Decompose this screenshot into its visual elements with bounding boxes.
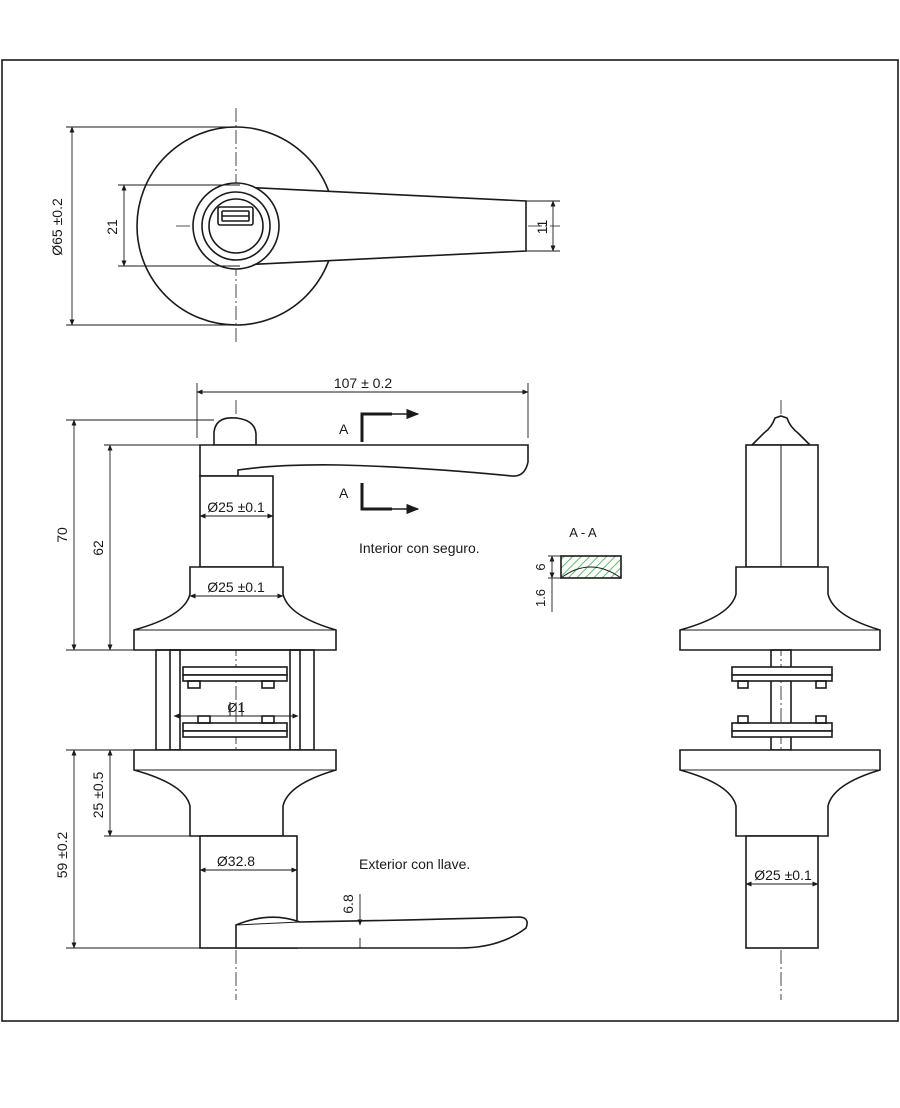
dim-section-thickness: 1.6 [533,589,548,607]
dim-lever-length: 107 ± 0.2 [334,375,392,391]
interior-caption: Interior con seguro. [359,540,480,556]
dim-rose-diameter: Ø65 ±0.2 [49,198,65,256]
dim-neck-diameter-upper: Ø25 ±0.1 [207,499,265,515]
dim-lever-thickness: 6.8 [340,894,356,914]
dim-overall-height-exterior: 59 ±0.2 [54,831,70,878]
dim-overall-height-interior: 70 [54,527,70,543]
drawing-frame [1,59,899,1022]
section-a-a [548,555,622,612]
section-marker-top: A [339,421,349,437]
section-marker-bottom: A [339,485,349,501]
top-view [66,108,560,345]
dim-rose-height: 25 ±0.5 [90,771,106,818]
exterior-caption: Exterior con llave. [359,856,470,872]
dim-spindle: Ø1 [227,700,244,715]
dim-cylinder-diameter: Ø32.8 [217,853,255,869]
dim-side-neck-diameter: Ø25 ±0.1 [754,867,812,883]
side-view [679,400,881,1000]
dim-lever-height-interior: 62 [90,540,106,556]
dim-lever-tip-width: 11 [534,220,550,235]
dim-section-height: 6 [533,563,548,570]
dim-neck-diameter-lower: Ø25 ±0.1 [207,579,265,595]
front-view [66,383,529,1000]
section-title: A - A [569,525,597,540]
dim-lever-hub-width: 21 [104,219,120,235]
